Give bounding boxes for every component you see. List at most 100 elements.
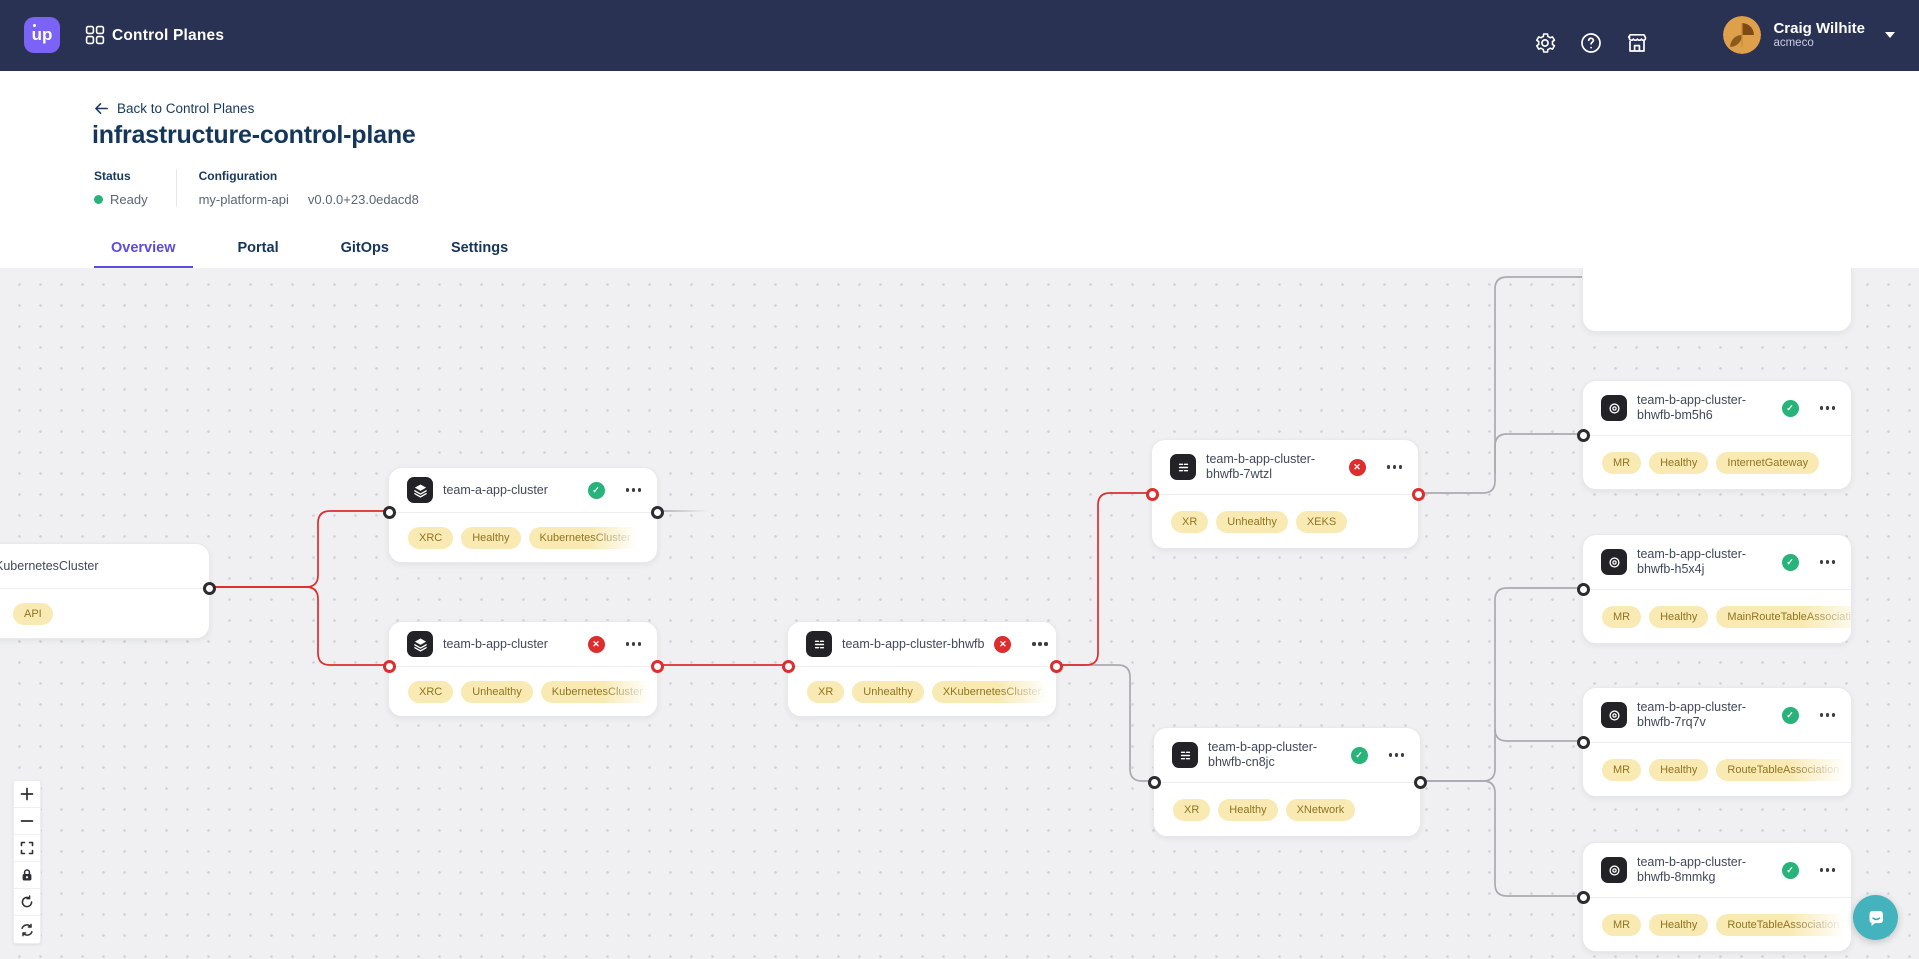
tab-gitops[interactable]: GitOps	[340, 240, 389, 256]
edge-handle-left[interactable]	[382, 659, 396, 673]
edge-handle-left[interactable]	[1145, 487, 1159, 501]
user-menu[interactable]: Craig Wilhite acmeco	[1723, 13, 1895, 57]
tag-pill: XRC	[408, 527, 454, 549]
status-badge	[1781, 861, 1799, 879]
node-title: team-b-app-cluster-bhwfb-7rq7v	[1637, 700, 1747, 729]
edge-handle-left[interactable]	[1147, 775, 1161, 789]
node-menu-button[interactable]	[1387, 749, 1407, 761]
tag-pill: Healthy	[1649, 759, 1709, 781]
back-link-label: Back to Control Planes	[117, 101, 255, 116]
edge-handle-left[interactable]	[1576, 890, 1590, 904]
status-badge	[587, 481, 605, 499]
node-menu-button[interactable]	[1818, 864, 1838, 876]
edge-handle-right[interactable]	[1049, 659, 1063, 673]
graph-node-team-b-app-cluster-bhwfb-h5x4j[interactable]: team-b-app-cluster-bhwfb-h5x4j MR Health…	[1576, 534, 1852, 644]
fit-view-button[interactable]	[14, 835, 40, 862]
avatar	[1723, 16, 1761, 54]
managed-resource-icon	[1601, 857, 1627, 883]
edge-handle-left[interactable]	[1576, 428, 1590, 442]
tag-pill: KubernetesCluster	[528, 527, 642, 549]
edge-handle-left[interactable]	[1576, 582, 1590, 596]
status-label: Status	[94, 169, 131, 183]
configuration-column: Configuration my-platform-api v0.0.0+23.…	[175, 169, 447, 207]
node-title: team-b-app-cluster-bhwfb-cn8jc	[1208, 740, 1318, 769]
rotate-button[interactable]	[14, 889, 40, 916]
edge-handle-left[interactable]	[781, 659, 795, 673]
status-badge	[1781, 399, 1799, 417]
tag-pill: MR	[1602, 914, 1642, 936]
node-menu-button[interactable]	[624, 638, 644, 650]
layers-icon	[407, 477, 433, 503]
graph-node-team-b-app-cluster-bhwfb-7rq7v[interactable]: team-b-app-cluster-bhwfb-7rq7v MR Health…	[1576, 687, 1852, 797]
user-org: acmeco	[1773, 37, 1814, 50]
zoom-out-button[interactable]	[14, 808, 40, 835]
node-menu-button[interactable]	[1818, 556, 1838, 568]
node-menu-button[interactable]	[1818, 402, 1838, 414]
tag-pill: Healthy	[461, 527, 521, 549]
node-menu-button[interactable]	[1030, 638, 1050, 650]
edge-handle-right[interactable]	[1413, 775, 1427, 789]
tag-pill: MR	[1602, 452, 1642, 474]
configuration-label: Configuration	[198, 169, 278, 183]
node-menu-button[interactable]	[624, 484, 644, 496]
tag-pill: MR	[1602, 759, 1642, 781]
managed-resource-icon	[1601, 395, 1627, 421]
graph-node-team-b-app-cluster[interactable]: team-b-app-cluster XRC Unhealthy Kuberne…	[382, 621, 664, 717]
tag-pill: XRC	[408, 681, 454, 703]
help-button[interactable]	[1579, 31, 1603, 55]
canvas-toolbar	[13, 780, 41, 944]
lock-button[interactable]	[14, 862, 40, 889]
page-title: infrastructure-control-plane	[92, 121, 416, 149]
graph-node-partial[interactable]	[1582, 268, 1852, 332]
tab-portal[interactable]: Portal	[237, 240, 279, 256]
tab-overview[interactable]: Overview	[94, 231, 193, 268]
graph-node-team-b-app-cluster-bhwfb-7wtzl[interactable]: team-b-app-cluster-bhwfb-7wtzl XR Unheal…	[1145, 439, 1425, 549]
zoom-in-button[interactable]	[14, 781, 40, 808]
caret-down-icon	[1885, 32, 1895, 38]
tag-pill: MR	[1602, 606, 1642, 628]
tag-pill: Unhealthy	[1216, 511, 1288, 533]
upbound-logo[interactable]: up	[24, 17, 60, 53]
node-menu-button[interactable]	[1818, 709, 1838, 721]
tag-pill: RouteTableAssociation	[1716, 759, 1851, 781]
graph-node-team-a-app-cluster[interactable]: team-a-app-cluster XRC Healthy Kubernete…	[382, 467, 664, 563]
composite-resource-icon	[1172, 742, 1198, 768]
graph-node-kubernetescluster[interactable]: K KubernetesCluster API	[0, 543, 216, 639]
tab-settings[interactable]: Settings	[450, 240, 509, 256]
edge-handle-right[interactable]	[650, 505, 664, 519]
settings-gear-button[interactable]	[1533, 31, 1557, 55]
status-badge	[587, 635, 605, 653]
edge-handle-right[interactable]	[202, 581, 216, 595]
marketplace-button[interactable]	[1625, 31, 1649, 55]
status-badge	[1350, 746, 1368, 764]
configuration-version: v0.0.0+23.0edacd8	[307, 192, 419, 207]
tag-pill: Unhealthy	[852, 681, 924, 703]
tag-pill: KubernetesCluster	[540, 681, 654, 703]
graph-node-team-b-app-cluster-bhwfb[interactable]: team-b-app-cluster-bhwfb XR Unhealthy XK…	[781, 621, 1063, 717]
node-title: team-a-app-cluster	[443, 482, 548, 497]
tag-pill: MainRouteTableAssociation	[1716, 606, 1851, 628]
tag-pill: InternetGateway	[1716, 452, 1820, 474]
graph-node-team-b-app-cluster-bhwfb-cn8jc[interactable]: team-b-app-cluster-bhwfb-cn8jc XR Health…	[1147, 727, 1427, 837]
node-title: team-b-app-cluster	[443, 636, 548, 651]
tag-pill: XEKS	[1295, 511, 1348, 533]
app-switcher-icon[interactable]	[85, 25, 105, 45]
edge-handle-right[interactable]	[650, 659, 664, 673]
status-dot	[94, 195, 103, 204]
chat-launcher-button[interactable]	[1853, 895, 1898, 940]
node-title: team-b-app-cluster-bhwfb	[842, 636, 985, 651]
node-menu-button[interactable]	[1385, 461, 1405, 473]
edge-handle-right[interactable]	[1411, 487, 1425, 501]
back-link[interactable]: Back to Control Planes	[94, 101, 254, 116]
resource-graph-canvas[interactable]: K KubernetesCluster API team-a-app-clust…	[0, 268, 1919, 959]
relayout-button[interactable]	[14, 916, 40, 943]
status-value: Ready	[110, 192, 148, 207]
tag-pill: Unhealthy	[461, 681, 533, 703]
composite-resource-icon	[806, 631, 832, 657]
configuration-name[interactable]: my-platform-api	[198, 192, 289, 207]
edge-handle-left[interactable]	[1576, 735, 1590, 749]
graph-node-team-b-app-cluster-bhwfb-bm5h6[interactable]: team-b-app-cluster-bhwfb-bm5h6 MR Health…	[1576, 380, 1852, 490]
graph-node-team-b-app-cluster-bhwfb-8mmkg[interactable]: team-b-app-cluster-bhwfb-8mmkg MR Health…	[1576, 842, 1852, 952]
nav-app-title: Control Planes	[112, 26, 225, 44]
edge-handle-left[interactable]	[382, 505, 396, 519]
